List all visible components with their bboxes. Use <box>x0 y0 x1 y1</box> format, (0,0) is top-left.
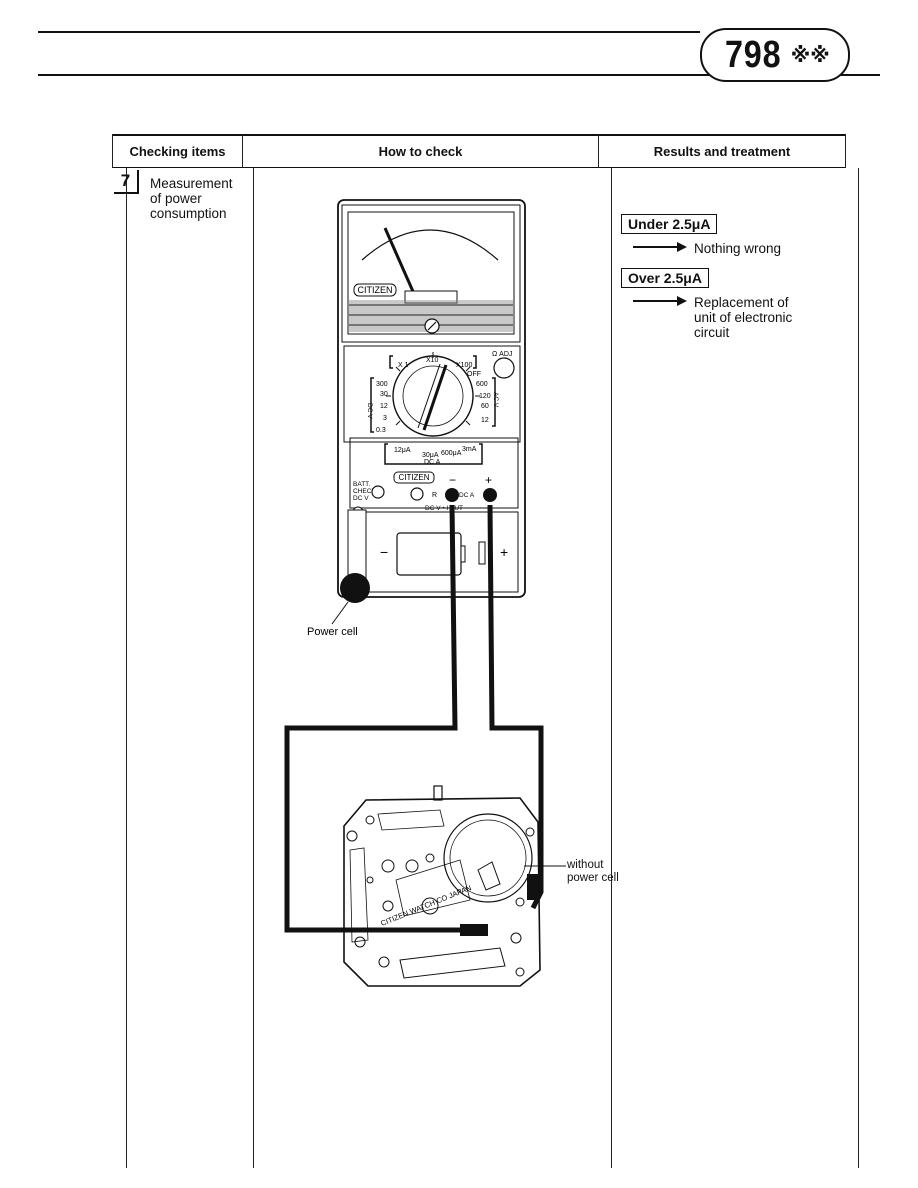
col-line-4 <box>858 168 859 1168</box>
minus-sign: − <box>449 473 456 487</box>
result-arrow-1 <box>633 242 687 252</box>
table-left-border <box>112 134 113 168</box>
svg-text:12: 12 <box>481 417 489 424</box>
svg-text:60: 60 <box>481 403 489 410</box>
svg-text:30μA: 30μA <box>422 452 439 459</box>
svg-text:0.3: 0.3 <box>376 427 386 434</box>
svg-text:X10: X10 <box>426 357 439 364</box>
lead-clip-positive <box>527 874 539 900</box>
ohm-adjust-knob <box>493 357 515 379</box>
acv-label: AC V <box>492 392 499 408</box>
power-cell-label: Power cell <box>307 626 358 638</box>
table-right-border <box>845 134 846 168</box>
svg-text:DC A: DC A <box>459 492 475 499</box>
result-treatment-1: Nothing wrong <box>694 241 782 256</box>
svg-text:DC V: DC V <box>353 495 369 502</box>
svg-text:600μA: 600μA <box>441 450 462 457</box>
range-selector-dial <box>392 355 474 437</box>
top-rule <box>38 31 700 33</box>
plus-sign: + <box>485 473 492 487</box>
selector-panel <box>343 345 521 443</box>
result-condition-2: Over 2.5μA <box>621 268 709 288</box>
col-line-1 <box>126 168 127 1168</box>
bottom-rule <box>38 74 880 76</box>
zero-adjust-screw <box>424 318 440 334</box>
panel-brand: CITIZEN <box>398 473 429 482</box>
dcv-label: DC V <box>366 403 373 419</box>
svg-text:3mA: 3mA <box>462 446 477 453</box>
battery-compartment <box>361 511 519 593</box>
movement-engraving: CITIZEN WATCH CO JAPAN <box>379 883 472 928</box>
dial-pointer <box>422 364 448 431</box>
svg-text:120: 120 <box>479 393 491 400</box>
without-power-cell-label: without power cell <box>567 859 619 884</box>
svg-text:30: 30 <box>380 391 388 398</box>
meter-scale-arc <box>361 229 499 261</box>
svg-text:12μA: 12μA <box>394 447 411 454</box>
batt-check-switch: BATT. CHECK DC V <box>353 481 376 502</box>
result-condition-1: Under 2.5μA <box>621 214 718 234</box>
col-divider-2 <box>598 134 599 168</box>
svg-text:BATT.: BATT. <box>353 481 370 488</box>
table-top-border <box>112 134 846 136</box>
table-header-border <box>112 167 846 168</box>
meter-needle <box>383 227 417 297</box>
svg-text:X 1: X 1 <box>398 362 409 369</box>
svg-text:+: + <box>500 544 508 560</box>
negative-jack <box>445 488 459 502</box>
svg-text:OFF: OFF <box>467 371 481 378</box>
header-how-to-check: How to check <box>378 144 463 159</box>
power-cell <box>340 573 370 603</box>
col-line-3 <box>611 168 612 1168</box>
result-arrow-2 <box>633 296 687 306</box>
model-suffix: ※※ <box>790 44 830 67</box>
dial-ticks <box>386 352 480 426</box>
svg-text:300: 300 <box>376 381 388 388</box>
terminal-panel <box>349 437 519 509</box>
header-checking-items: Checking items <box>129 144 226 159</box>
svg-text:R: R <box>432 492 437 499</box>
test-leads <box>284 504 544 933</box>
svg-text:Ω ADJ: Ω ADJ <box>492 351 512 358</box>
svg-text:3: 3 <box>383 415 387 422</box>
battery <box>396 532 462 576</box>
watch-movement <box>343 785 541 987</box>
multimeter-body <box>337 199 526 598</box>
meter-brand: CITIZEN <box>358 285 393 295</box>
positive-jack <box>483 488 497 502</box>
header-results: Results and treatment <box>653 144 791 159</box>
col-divider-1 <box>242 134 243 168</box>
panel-brand-box <box>393 471 435 484</box>
meter-window <box>404 290 458 304</box>
svg-text:12: 12 <box>380 403 388 410</box>
svg-text:DC V • I PUT: DC V • I PUT <box>425 505 463 512</box>
svg-text:CHECK: CHECK <box>353 488 376 495</box>
lead-clip-negative <box>460 924 488 936</box>
checking-item-text: Measurement of power consumption <box>150 176 233 221</box>
meter-mirror-band <box>349 300 513 332</box>
meter-brand-box <box>353 283 397 297</box>
range-labels: X 1 X10 X100 OFF 300 30 12 3 0.3 600 120… <box>376 351 512 466</box>
col-line-2 <box>253 168 254 1168</box>
result-treatment-2: Replacement of unit of electronic circui… <box>694 295 793 340</box>
terminal-r-jack <box>410 487 424 501</box>
svg-text:DC A: DC A <box>424 459 441 466</box>
svg-text:600: 600 <box>476 381 488 388</box>
svg-text:X100: X100 <box>456 362 472 369</box>
svg-text:−: − <box>380 544 388 560</box>
step-number: 7 <box>114 170 139 194</box>
model-number: 798 <box>725 33 782 76</box>
model-badge: 798 ※※ <box>700 28 850 82</box>
